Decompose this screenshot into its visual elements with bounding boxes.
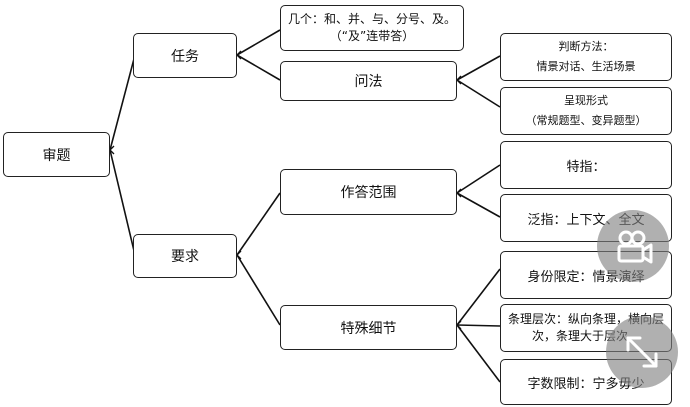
judgement-node: 判断方法： 情景对话、生活场景 — [500, 33, 672, 81]
requirement-label: 要求 — [171, 249, 199, 265]
scope-node: 作答范围 — [280, 169, 457, 215]
judgement-line-2: 情景对话、生活场景 — [536, 60, 636, 73]
connectives-line-2: （“及”连带答） — [329, 29, 415, 43]
questioning-label: 问法 — [354, 74, 383, 90]
expand-button[interactable] — [606, 316, 678, 388]
task-label: 任务 — [171, 48, 199, 65]
wordcount-label: 字数限制：宁多毋少 — [527, 376, 645, 392]
link-task-connectives — [236, 29, 281, 56]
details-label: 特殊细节 — [340, 320, 397, 337]
link-scope-general — [456, 192, 501, 218]
link-questioning-form — [456, 79, 501, 108]
form-node: 呈现形式 （常规题型、变异题型） — [500, 87, 672, 135]
expand-arrow-icon — [626, 336, 658, 368]
link-details-hierarchy — [456, 324, 501, 327]
scope-label: 作答范围 — [340, 185, 397, 201]
task-node: 任务 — [133, 33, 237, 78]
specific-node: 特指： — [500, 141, 672, 189]
connectives-line-1: 几个：和、并、与、分号、及。 — [287, 12, 456, 26]
form-line-2: （常规题型、变异题型） — [525, 114, 647, 127]
requirement-node: 要求 — [133, 234, 237, 278]
link-requirement-details — [236, 254, 281, 326]
link-scope-specific — [456, 164, 501, 194]
questioning-node: 问法 — [280, 61, 457, 101]
root-node: 审题 — [3, 132, 110, 177]
root-label: 审题 — [42, 147, 71, 164]
link-requirement-scope — [236, 192, 281, 256]
link-task-questioning — [236, 54, 281, 81]
link-details-identity — [456, 268, 501, 326]
video-camera-button[interactable] — [597, 210, 669, 282]
form-line-1: 呈现形式 — [564, 94, 608, 107]
specific-label: 特指： — [566, 159, 606, 175]
link-root-requirement — [109, 149, 136, 256]
connectives-node: 几个：和、并、与、分号、及。 （“及”连带答） — [280, 5, 464, 51]
details-node: 特殊细节 — [280, 305, 457, 350]
link-questioning-judgement — [456, 55, 501, 81]
video-camera-icon — [617, 230, 653, 264]
link-details-wordcount — [456, 324, 501, 383]
link-root-task — [109, 54, 136, 151]
judgement-line-1: 判断方法： — [558, 40, 614, 53]
